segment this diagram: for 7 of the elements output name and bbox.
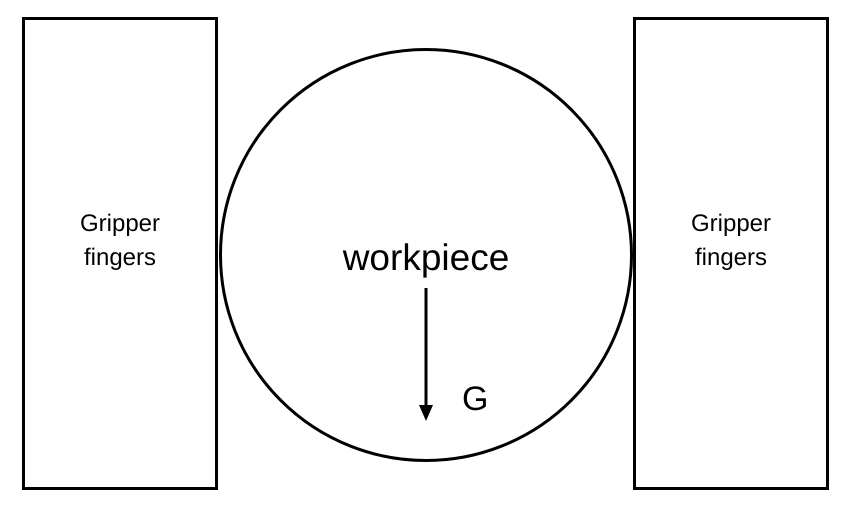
gripper-finger-box	[633, 17, 829, 490]
workpiece-circle	[219, 48, 633, 462]
workpiece-label: workpiece	[342, 236, 510, 280]
gripper-label: Gripper fingers	[78, 209, 162, 273]
gripper-label: Gripper fingers	[690, 209, 772, 273]
force-label: G	[462, 380, 488, 419]
gripper-finger-box	[22, 17, 218, 490]
